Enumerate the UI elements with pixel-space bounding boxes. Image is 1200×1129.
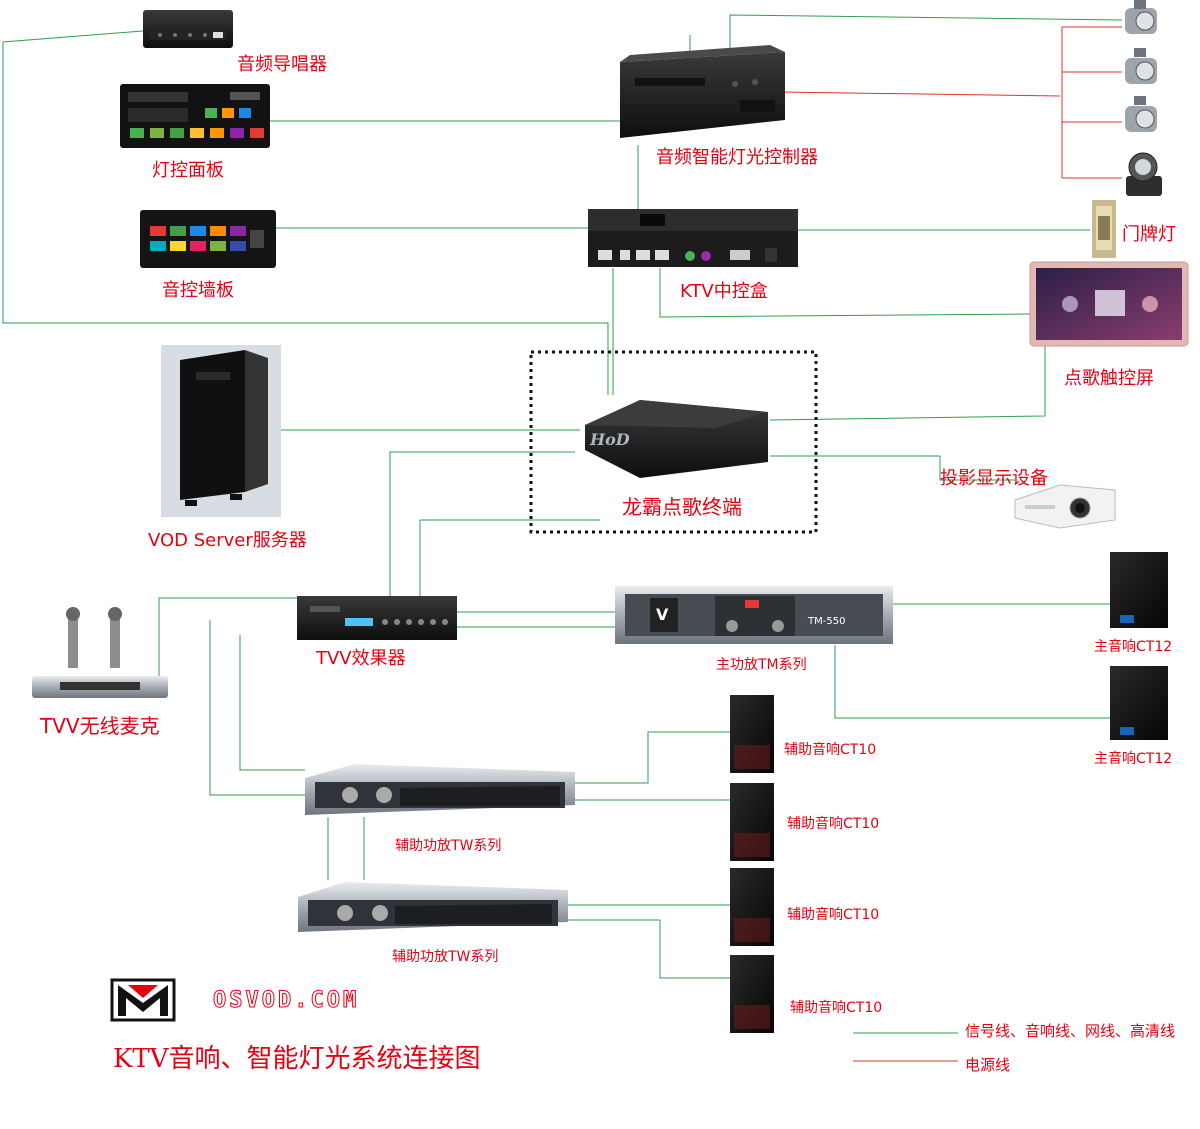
label-aux-speaker-1: 辅助音响CT10 — [784, 742, 877, 758]
power-lines — [779, 26, 1122, 1062]
stage-light-1 — [1125, 0, 1157, 34]
label-aux-speaker-4: 辅助音响CT10 — [790, 1000, 883, 1016]
aux-amp-2-device — [298, 882, 568, 932]
effects-unit-device — [297, 596, 457, 640]
main-amp-device: V TM-550 — [615, 586, 893, 644]
wireless-mic-device — [32, 607, 168, 698]
label-door-light: 门牌灯 — [1122, 224, 1176, 245]
label-touch-screen: 点歌触控屏 — [1064, 368, 1154, 389]
aux-speaker-4-device — [730, 955, 774, 1033]
label-main-amp: 主功放TM系列 — [716, 657, 807, 673]
terminal-brand-text: HoD — [589, 430, 630, 449]
label-main-speaker-1: 主音响CT12 — [1094, 639, 1173, 655]
label-aux-speaker-2: 辅助音响CT10 — [787, 816, 880, 832]
label-audio-wall-panel: 音控墙板 — [162, 280, 234, 301]
label-aux-amp-2: 辅助功放TW系列 — [392, 949, 499, 965]
door-light-device — [1092, 200, 1116, 258]
label-aux-amp-1: 辅助功放TW系列 — [395, 838, 502, 854]
label-audio-guide: 音频导唱器 — [237, 54, 327, 75]
main-speaker-1-device — [1110, 552, 1168, 628]
label-aux-speaker-3: 辅助音响CT10 — [787, 907, 880, 923]
label-effects-unit: TVV效果器 — [316, 648, 406, 669]
terminal-highlight-box — [529, 350, 818, 534]
touch-screen-device — [1029, 261, 1189, 347]
label-light-panel: 灯控面板 — [152, 160, 224, 181]
site-url: OSVOD.COM — [212, 988, 360, 1014]
aux-amp-1-device — [305, 764, 575, 815]
moving-head-light — [1126, 152, 1162, 196]
main-speaker-2-device — [1110, 666, 1168, 740]
light-control-panel — [120, 84, 270, 148]
aux-speaker-3-device — [730, 868, 774, 946]
main-amp-model-text: TM-550 — [807, 616, 845, 627]
legend-signal-label: 信号线、音响线、网线、高清线 — [965, 1022, 1176, 1040]
label-wireless-mic: TVV无线麦克 — [40, 714, 160, 738]
svg-text:V: V — [656, 605, 669, 624]
label-smart-light-controller: 音频智能灯光控制器 — [656, 147, 818, 168]
ktv-center-box-device — [588, 209, 798, 267]
audio-wall-panel — [140, 210, 276, 268]
label-projector: 投影显示设备 — [940, 468, 1048, 489]
stage-light-3 — [1125, 96, 1157, 132]
diagram-title: KTV音响、智能灯光系统连接图 — [113, 1044, 481, 1074]
legend-power-label: 电源线 — [965, 1056, 1011, 1074]
projector-device — [1014, 484, 1116, 529]
label-vod-terminal: 龙霸点歌终端 — [622, 495, 742, 519]
smart-light-controller-device — [620, 45, 785, 138]
brand-logo — [110, 978, 176, 1022]
label-ktv-center-box: KTV中控盒 — [680, 281, 768, 302]
aux-speaker-1-device — [730, 695, 774, 773]
vod-server-device — [161, 345, 281, 517]
aux-speaker-2-device — [730, 783, 774, 861]
audio-guide-device — [143, 10, 233, 48]
label-vod-server: VOD Server服务器 — [148, 530, 307, 551]
vod-terminal-device: HoD — [585, 400, 768, 478]
stage-light-2 — [1125, 48, 1157, 84]
signal-lines — [2, 14, 1123, 1034]
label-main-speaker-2: 主音响CT12 — [1094, 751, 1173, 767]
